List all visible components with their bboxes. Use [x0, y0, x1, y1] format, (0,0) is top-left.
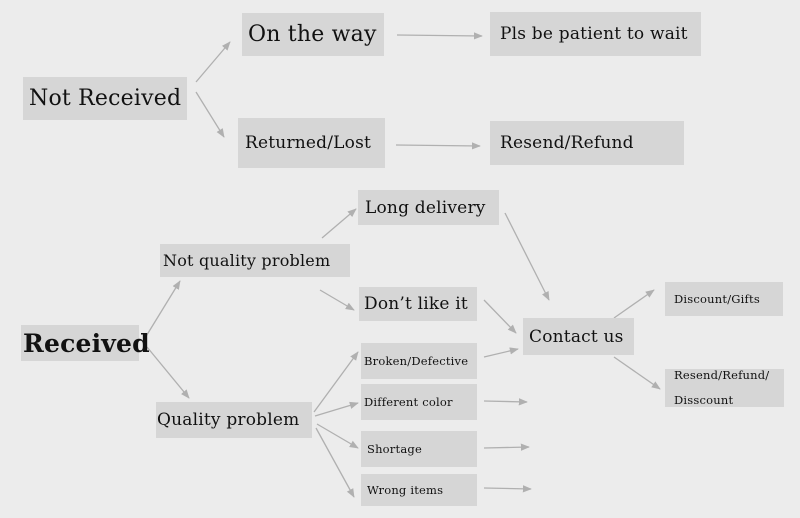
node-discount-gifts-label: Discount/Gifts	[674, 292, 760, 306]
node-quality-problem-label: Quality problem	[157, 410, 300, 430]
arrow-quality-color	[314, 401, 359, 417]
node-not-quality-problem-label: Not quality problem	[163, 251, 331, 270]
arrow-received-notquality	[144, 280, 181, 339]
arrow-shortage-out	[483, 443, 530, 451]
arrow-contact-discount	[613, 289, 655, 319]
arrow-dontlike-contact	[483, 299, 517, 334]
arrow-color-out	[483, 398, 528, 406]
arrow-broken-contact	[483, 347, 519, 358]
arrow-notreceived-ontheway	[195, 41, 231, 83]
node-resend-refund-discount: Resend/Refund/ Disscount	[665, 368, 784, 407]
node-not-received: Not Received	[23, 77, 187, 120]
node-on-the-way: On the way	[242, 13, 384, 56]
node-different-color-label: Different color	[364, 395, 453, 409]
arrow-returned-resend	[395, 142, 481, 150]
node-returned-lost: Returned/Lost	[238, 118, 385, 168]
node-pls-wait: Pls be patient to wait	[490, 12, 701, 56]
arrow-quality-shortage	[316, 423, 359, 449]
node-different-color: Different color	[361, 384, 477, 420]
arrow-quality-broken	[313, 351, 359, 413]
node-broken-defective: Broken/Defective	[361, 343, 477, 379]
node-not-received-label: Not Received	[29, 86, 182, 111]
node-wrong-items-label: Wrong items	[367, 483, 444, 497]
node-on-the-way-label: On the way	[248, 22, 377, 47]
arrow-contact-resenddiscount	[613, 356, 661, 390]
arrow-notquality-dontlike	[319, 289, 355, 311]
arrow-notreceived-returned	[195, 91, 225, 138]
node-resend-refund-discount-line2: Disscount	[674, 393, 734, 407]
node-not-quality-problem: Not quality problem	[160, 244, 350, 277]
arrow-ontheway-wait	[396, 32, 483, 40]
arrow-longdelivery-contact	[504, 212, 550, 301]
arrow-received-quality	[146, 346, 190, 399]
node-resend-refund-label: Resend/Refund	[500, 133, 634, 153]
node-discount-gifts: Discount/Gifts	[665, 282, 783, 316]
node-shortage: Shortage	[361, 431, 477, 467]
node-received: Received	[21, 325, 150, 361]
node-shortage-label: Shortage	[367, 442, 422, 456]
node-pls-wait-label: Pls be patient to wait	[500, 24, 688, 44]
node-wrong-items: Wrong items	[361, 474, 477, 506]
node-dont-like-it-label: Don’t like it	[364, 294, 468, 314]
node-long-delivery-label: Long delivery	[365, 197, 486, 218]
node-resend-refund-discount-line1: Resend/Refund/	[674, 368, 770, 382]
node-broken-defective-label: Broken/Defective	[364, 354, 469, 368]
arrow-wrong-out	[483, 485, 532, 493]
node-contact-us: Contact us	[523, 318, 634, 355]
node-quality-problem: Quality problem	[156, 402, 312, 438]
arrow-quality-wrong	[315, 427, 355, 498]
node-resend-refund: Resend/Refund	[490, 121, 684, 165]
node-received-label: Received	[23, 328, 150, 358]
node-dont-like-it: Don’t like it	[359, 287, 477, 321]
node-returned-lost-label: Returned/Lost	[245, 133, 372, 153]
node-contact-us-label: Contact us	[529, 326, 624, 347]
node-long-delivery: Long delivery	[358, 190, 499, 225]
arrow-notquality-longdelivery	[321, 208, 357, 239]
